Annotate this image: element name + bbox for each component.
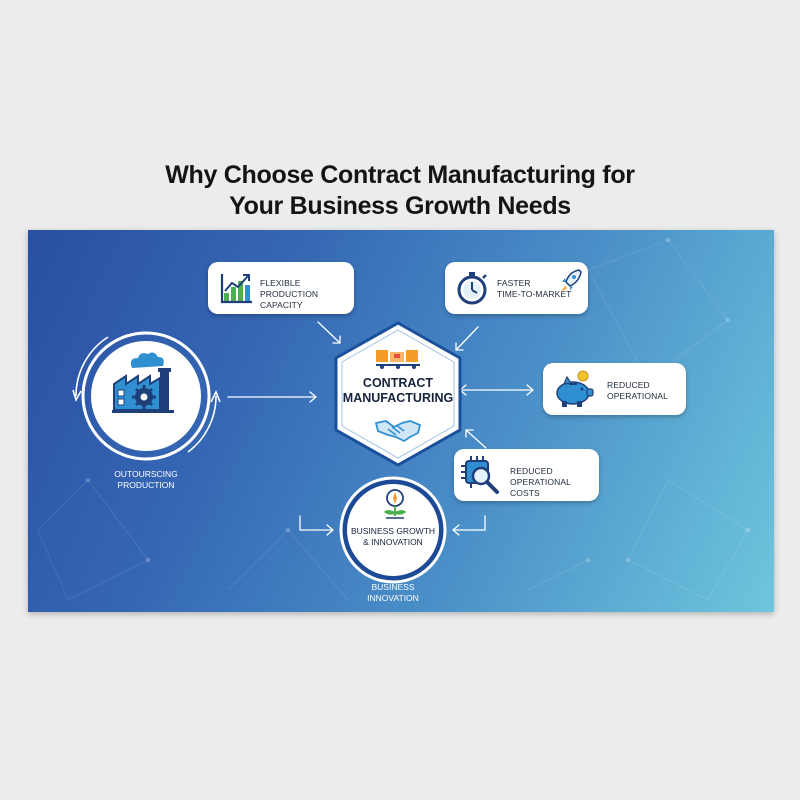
growth-label-line-2: & INNOVATION [363,537,423,547]
rocket-icon [561,269,582,292]
outsourcing-label-line-2: PRODUCTION [117,480,175,490]
arrow-left-to-growth [299,515,334,531]
growth-circle [339,476,447,584]
chip-magnifier-icon [461,456,499,494]
growth-chart-icon [220,274,252,304]
diagram-panel: OUTOURSCING PRODUCTION CONTRACT MANUFACT… [28,230,774,612]
reduced-costs-line-2: OPERATIONAL COSTS [510,477,571,498]
card-reduced-operational: REDUCED OPERATIONAL [543,363,686,415]
piggy-bank-icon [556,370,594,407]
faster-line-2: TIME-TO-MARKET [497,289,572,299]
stopwatch-rocket-icon [457,272,487,305]
business-innovation-label: BUSINESS INNOVATION [338,582,448,604]
reduced-costs-line-1: REDUCED [510,466,553,476]
page-title: Why Choose Contract Manufacturing for Yo… [0,160,800,222]
growth-label-line-1: BUSINESS GROWTH [350,526,436,536]
business-innovation-line-2: INNOVATION [367,593,419,603]
card-faster-time-to-market: FASTER TIME-TO-MARKET [445,262,588,314]
arrow-faster-to-center [455,326,479,351]
center-label-line-1: CONTRACT [362,376,434,390]
conveyor-icon [376,350,420,369]
plant-compass-icon [384,489,406,519]
center-label: CONTRACT MANUFACTURING [328,376,468,406]
arrow-costs-to-center [465,429,487,449]
network-background [37,237,751,601]
title-line-2: Your Business Growth Needs [229,192,571,220]
arrow-right-to-growth [452,515,486,531]
faster-line-1: FASTER [497,278,531,288]
handshake-icon [375,420,421,442]
factory-gear-icon [112,352,174,413]
card-reduced-operational-costs: REDUCED OPERATIONAL COSTS [454,449,599,501]
outsourcing-label: OUTOURSCING PRODUCTION [86,469,206,491]
reduced-op-line-1: REDUCED [607,380,650,390]
flexible-line-2: PRODUCTION CAPACITY [260,289,319,310]
title-line-1: Why Choose Contract Manufacturing for [165,161,635,189]
center-label-line-2: MANUFACTURING [342,391,454,405]
center-hexagon [334,321,462,467]
flexible-line-1: FLEXIBLE [260,278,301,288]
growth-label: BUSINESS GROWTH & INNOVATION [338,526,448,548]
outsourcing-label-line-1: OUTOURSCING [114,469,178,479]
business-innovation-line-1: BUSINESS [371,582,415,592]
arrow-flexible-to-center [317,321,341,344]
reduced-op-line-2: OPERATIONAL [607,391,668,401]
card-flexible-capacity: FLEXIBLE PRODUCTION CAPACITY [208,262,354,314]
